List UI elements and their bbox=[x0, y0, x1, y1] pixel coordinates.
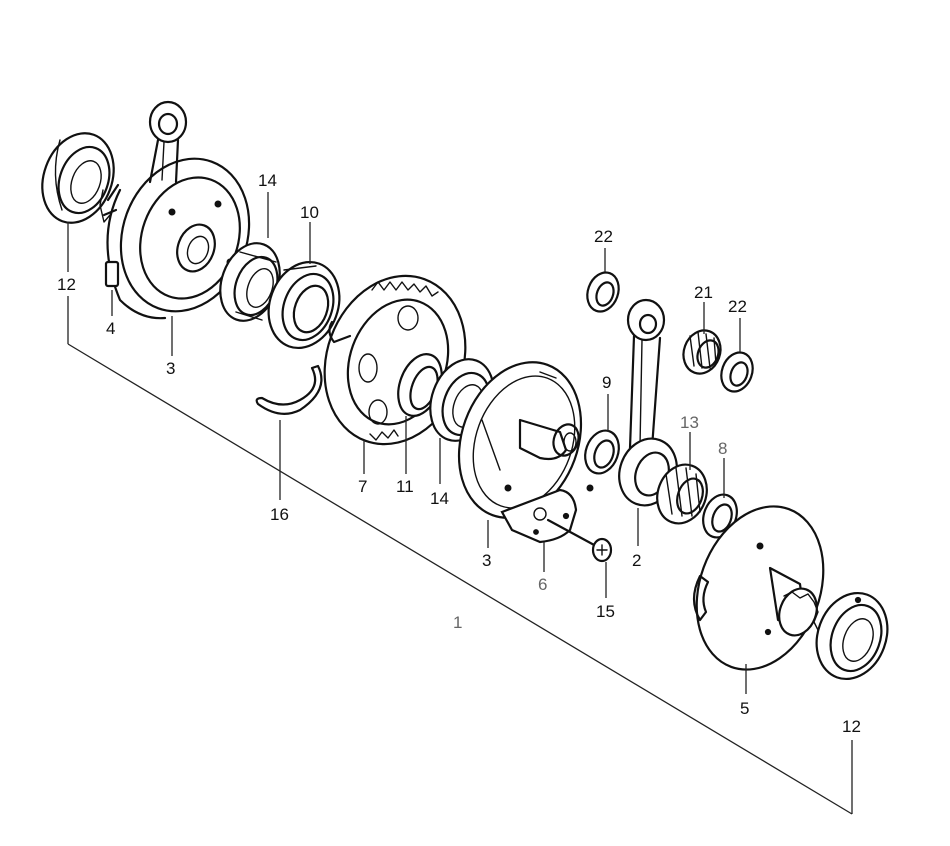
part-22-top-washer bbox=[586, 271, 620, 313]
part-3-right-crank-wheel bbox=[457, 361, 594, 519]
part-12-left-oil-seal bbox=[41, 132, 115, 224]
callout-13: 13 bbox=[680, 413, 699, 432]
callout-15: 15 bbox=[596, 602, 615, 621]
callout-22b: 22 bbox=[728, 297, 747, 316]
callout-12b: 12 bbox=[842, 717, 861, 736]
part-16-circlip bbox=[255, 364, 323, 415]
callout-4: 4 bbox=[106, 319, 115, 338]
part-5-right-crank-half bbox=[692, 505, 825, 671]
callout-14b: 14 bbox=[430, 489, 449, 508]
part-3-left-crank-wheel bbox=[99, 157, 251, 320]
left-connecting-rod bbox=[148, 100, 188, 184]
callout-3b: 3 bbox=[482, 551, 491, 570]
part-14-left-bearing bbox=[219, 242, 281, 322]
callout-21: 21 bbox=[694, 283, 713, 302]
part-15-screw bbox=[546, 518, 613, 563]
callout-7: 7 bbox=[358, 477, 367, 496]
callout-2: 2 bbox=[632, 551, 641, 570]
callout-10: 10 bbox=[300, 203, 319, 222]
callout-14a: 14 bbox=[258, 171, 277, 190]
part-10-ball-bearing bbox=[267, 260, 341, 350]
callout-labels: 12 4 3 14 10 16 7 11 14 3 6 15 9 2 22 21… bbox=[57, 171, 861, 736]
part-4-crank-pin-key bbox=[104, 260, 120, 288]
callout-5: 5 bbox=[740, 699, 749, 718]
callout-12a: 12 bbox=[57, 275, 76, 294]
callout-22a: 22 bbox=[594, 227, 613, 246]
callout-3a: 3 bbox=[166, 359, 175, 378]
callout-6: 6 bbox=[538, 575, 547, 594]
callout-8: 8 bbox=[718, 439, 727, 458]
part-9-thrust-washer bbox=[584, 429, 620, 475]
part-21-needle-bearing bbox=[682, 329, 722, 375]
leader-lines bbox=[67, 192, 853, 815]
part-12-right-oil-seal bbox=[815, 591, 889, 681]
part-6-crank-plate bbox=[500, 488, 578, 544]
part-13-needle-bearing bbox=[656, 463, 708, 525]
callout-1: 1 bbox=[453, 613, 462, 632]
callout-11: 11 bbox=[396, 477, 414, 496]
part-22-right-washer bbox=[720, 351, 754, 393]
callout-16: 16 bbox=[270, 505, 289, 524]
callout-9: 9 bbox=[602, 373, 611, 392]
